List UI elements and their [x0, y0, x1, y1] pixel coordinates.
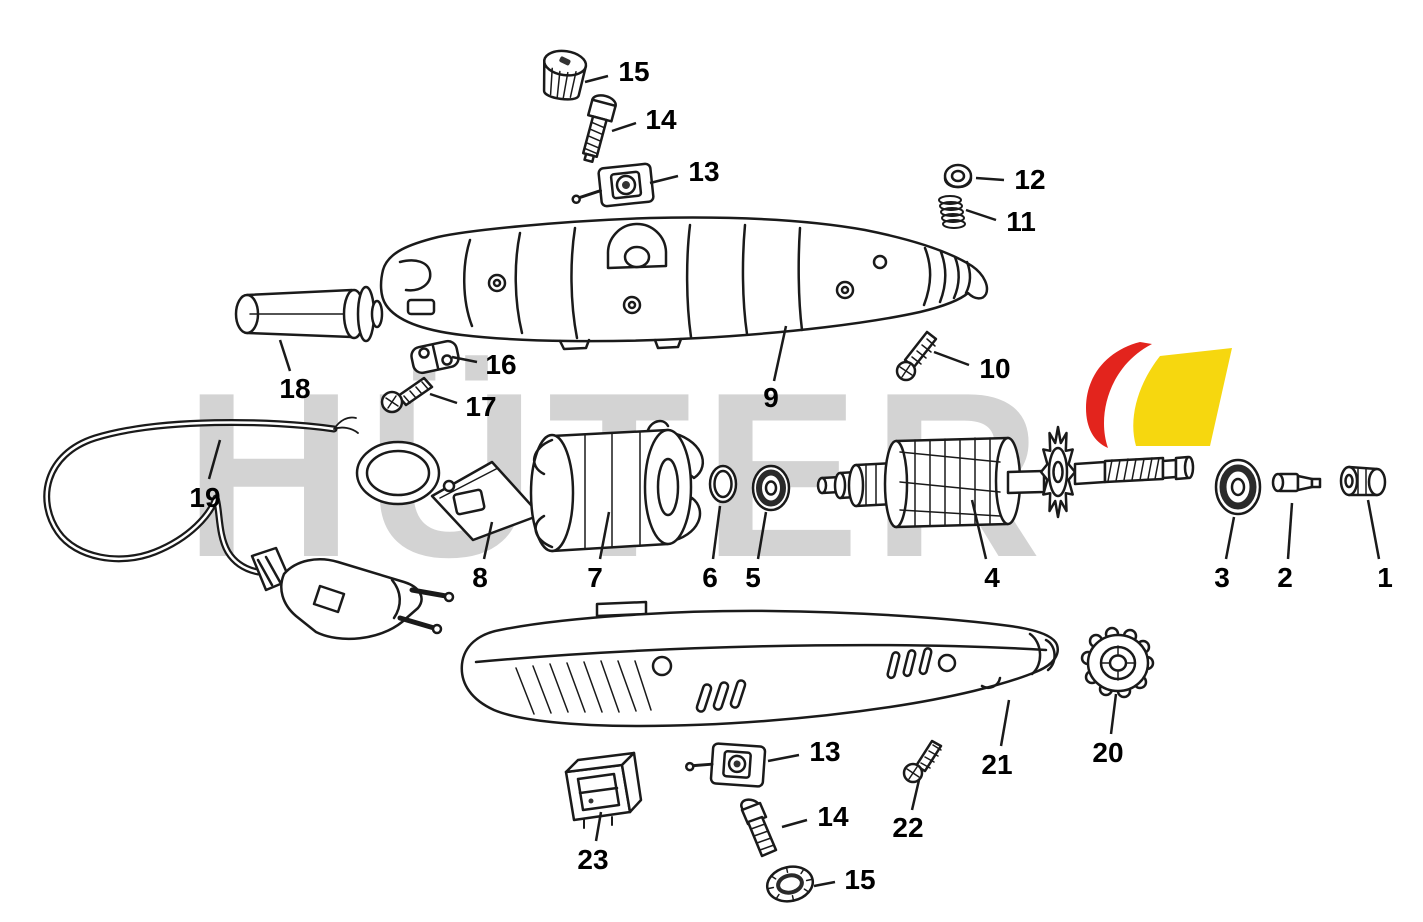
- part-label-11: 11: [1006, 206, 1036, 237]
- rocker-switch: [564, 751, 643, 829]
- part-label-8: 8: [472, 562, 488, 593]
- part-label-9: 9: [763, 382, 779, 413]
- part-label-15: 15: [844, 864, 876, 895]
- part-label-14: 14: [817, 801, 849, 832]
- part-label-7: 7: [587, 562, 603, 593]
- part-label-6: 6: [702, 562, 718, 593]
- front-bearing: [751, 464, 791, 512]
- part-label-14: 14: [645, 104, 677, 135]
- fan-baffle-bracket: [355, 440, 542, 542]
- housing-screw-right: [895, 330, 938, 382]
- felt-ring: [708, 464, 738, 504]
- part-label-22: 22: [892, 812, 924, 843]
- spring: [938, 195, 966, 229]
- part-label-2: 2: [1277, 562, 1293, 593]
- logo-swoosh-red: [1086, 342, 1152, 448]
- clamp-screw: [380, 376, 434, 414]
- part-label-16: 16: [485, 349, 517, 380]
- part-label-4: 4: [984, 562, 1000, 593]
- cord-clamp-plate: [410, 339, 460, 375]
- plug-prong-tip: [443, 591, 455, 603]
- nose-end-cap: [1080, 626, 1155, 699]
- upper-housing: [379, 216, 989, 351]
- bolt-bottom: [740, 798, 778, 858]
- part-label-10: 10: [979, 353, 1011, 384]
- collet-cap-top: [542, 49, 588, 101]
- housing-screw-lower: [902, 739, 943, 784]
- brand-logo: [1086, 342, 1232, 448]
- part-label-13: 13: [809, 736, 841, 767]
- part-label-12: 12: [1014, 164, 1046, 195]
- part-label-13: 13: [688, 156, 720, 187]
- part-label-23: 23: [577, 844, 609, 875]
- handle-grip: [234, 285, 384, 343]
- stator: [529, 419, 704, 553]
- part-label-5: 5: [745, 562, 761, 593]
- switch-slider-bottom: [685, 742, 767, 788]
- collet: [1271, 472, 1322, 493]
- logo-flame-yellow: [1133, 348, 1232, 446]
- part-label-15: 15: [618, 56, 650, 87]
- part-label-18: 18: [279, 373, 311, 404]
- rear-bearing: [1214, 458, 1262, 516]
- plug-body: [280, 558, 423, 641]
- lower-housing: [460, 600, 1059, 728]
- bolt-top: [581, 94, 617, 164]
- armature: [816, 425, 1195, 529]
- part-label-1: 1: [1377, 562, 1393, 593]
- plug-prong-tip: [431, 623, 443, 635]
- part-label-19: 19: [189, 482, 221, 513]
- collet-nut: [1339, 465, 1387, 497]
- part-label-21: 21: [981, 749, 1013, 780]
- part-label-20: 20: [1092, 737, 1124, 768]
- power-cord: [43, 416, 455, 641]
- collet-cap-bottom: [765, 865, 815, 903]
- shaft-nut: [943, 163, 973, 189]
- part-label-3: 3: [1214, 562, 1230, 593]
- part-label-17: 17: [465, 391, 497, 422]
